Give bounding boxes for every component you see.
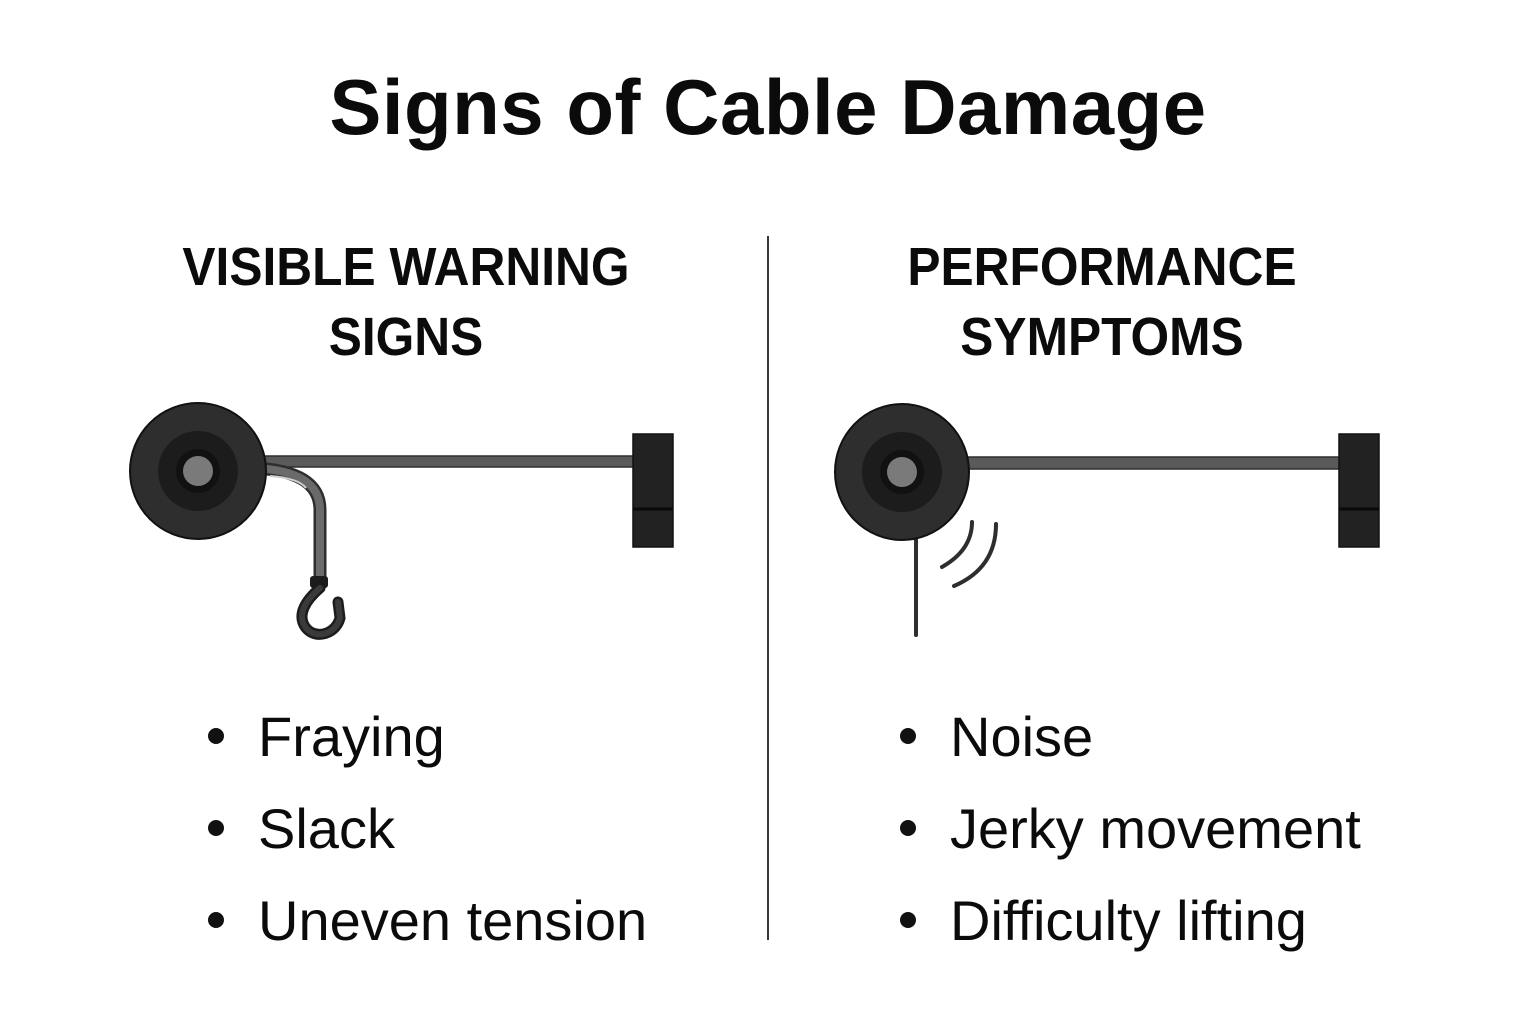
- noise-arc: [940, 520, 974, 569]
- list-item-text: Slack: [258, 796, 395, 860]
- performance-symptoms-heading: PERFORMANCE SYMPTOMS: [826, 232, 1378, 372]
- list-item: Uneven tension: [204, 874, 647, 966]
- column-divider: [767, 236, 769, 940]
- performance-symptoms-list: Noise Jerky movement Difficulty lifting: [896, 690, 1361, 966]
- noise-arc: [952, 522, 998, 588]
- list-item-text: Uneven tension: [258, 888, 648, 952]
- bullet-icon: [900, 820, 916, 836]
- pulley-cable-frayed-hook-icon: [120, 390, 700, 650]
- bullet-icon: [208, 912, 224, 928]
- list-item-text: Noise: [950, 704, 1094, 768]
- list-item: Noise: [896, 690, 1361, 782]
- bullet-icon: [900, 728, 916, 744]
- page-title: Signs of Cable Damage: [329, 63, 1207, 151]
- bullet-icon: [208, 820, 224, 836]
- list-item-text: Fraying: [258, 704, 445, 768]
- list-item-text: Difficulty lifting: [950, 888, 1307, 952]
- list-item: Difficulty lifting: [896, 874, 1361, 966]
- pulley-cable-noise-icon: [820, 390, 1400, 650]
- heading-line: SYMPTOMS: [960, 307, 1244, 367]
- heading-line: SIGNS: [328, 307, 484, 367]
- bullet-icon: [208, 728, 224, 744]
- list-item: Jerky movement: [896, 782, 1361, 874]
- visible-warning-list: Fraying Slack Uneven tension: [204, 690, 647, 966]
- heading-line: VISIBLE WARNING: [182, 237, 630, 297]
- list-item-text: Jerky movement: [950, 796, 1361, 860]
- list-item: Fraying: [204, 690, 647, 782]
- bullet-icon: [900, 912, 916, 928]
- list-item: Slack: [204, 782, 647, 874]
- visible-warning-heading: VISIBLE WARNING SIGNS: [130, 232, 682, 372]
- heading-line: PERFORMANCE: [907, 237, 1297, 297]
